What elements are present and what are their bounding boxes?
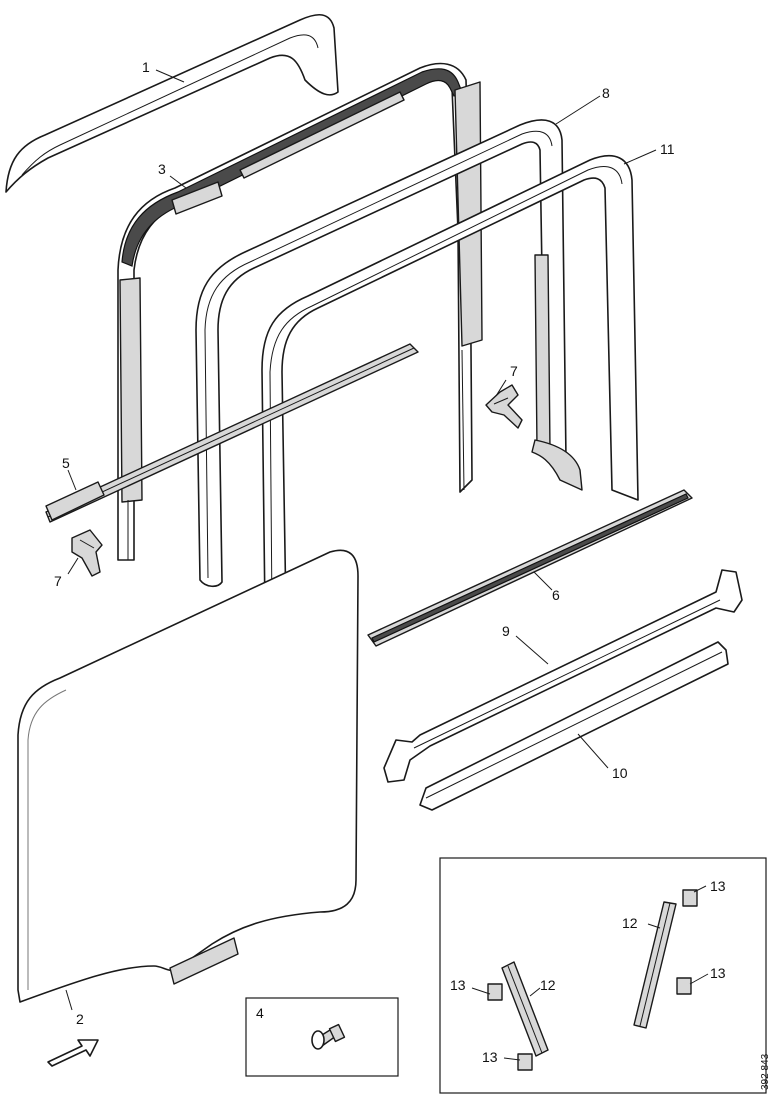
part-11-outer-seal bbox=[261, 155, 639, 622]
arrow-up-right-icon bbox=[47, 1039, 99, 1067]
part-5-lower-rail bbox=[45, 343, 419, 523]
part-4-clip bbox=[311, 1023, 346, 1050]
callout-9: 9 bbox=[502, 623, 510, 639]
part-7-bracket-right bbox=[485, 384, 523, 429]
part-6-belt-seal bbox=[367, 489, 693, 647]
callout-3: 3 bbox=[158, 161, 166, 177]
part-13-clip-c bbox=[487, 983, 503, 1001]
callout-11: 11 bbox=[660, 141, 675, 157]
inset-box-12-13 bbox=[439, 857, 767, 1094]
callout-13-right: 13 bbox=[710, 965, 726, 981]
part-2-door-glass bbox=[17, 549, 359, 1003]
part-12-strip-b bbox=[633, 901, 677, 1029]
part-8-glass-run-seal bbox=[195, 119, 567, 588]
inset-box-4 bbox=[245, 997, 399, 1077]
callout-1: 1 bbox=[142, 59, 150, 75]
part-13-clip-a bbox=[682, 889, 698, 907]
part-7-bracket-left bbox=[71, 529, 103, 577]
reference-code: 392 843 bbox=[760, 1053, 771, 1090]
callout-8: 8 bbox=[602, 85, 610, 101]
callout-7-right: 7 bbox=[510, 363, 518, 379]
leader-lines bbox=[65, 69, 709, 1061]
callout-7-left: 7 bbox=[54, 573, 62, 589]
callout-5: 5 bbox=[62, 455, 70, 471]
callout-13-top: 13 bbox=[710, 878, 726, 894]
part-13-clip-b bbox=[676, 977, 692, 995]
callout-13-left: 13 bbox=[450, 977, 466, 993]
part-13-clip-d bbox=[517, 1053, 533, 1071]
part-10-sill-rail bbox=[419, 641, 729, 811]
part-9-guide-rail bbox=[383, 569, 743, 783]
callout-4: 4 bbox=[256, 1005, 264, 1021]
callout-12-left: 12 bbox=[540, 977, 556, 993]
callout-12-right: 12 bbox=[622, 915, 638, 931]
callout-10: 10 bbox=[612, 765, 628, 781]
callout-6: 6 bbox=[552, 587, 560, 603]
callout-13-bottom: 13 bbox=[482, 1049, 498, 1065]
callout-2: 2 bbox=[76, 1011, 84, 1027]
part-12-strip-a bbox=[501, 961, 549, 1057]
part-1-upper-trim bbox=[5, 13, 339, 193]
